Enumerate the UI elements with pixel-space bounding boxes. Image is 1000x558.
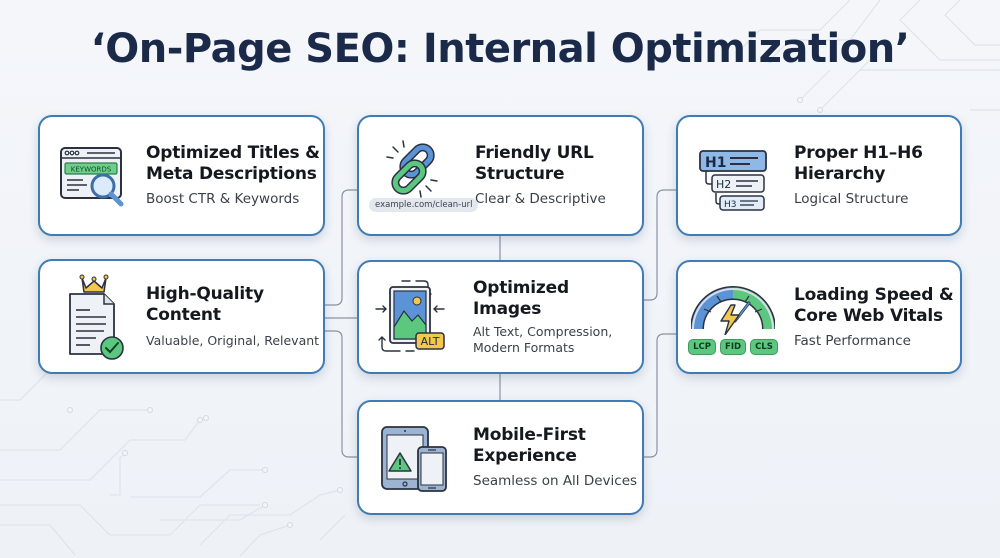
- svg-text:KEYWORDS: KEYWORDS: [71, 165, 112, 173]
- svg-text:ALT: ALT: [420, 335, 439, 348]
- card-high-quality-content: High-Quality Content Valuable, Original,…: [38, 259, 325, 374]
- card-optimized-images: ALT Optimized Images Alt Text, Compressi…: [357, 260, 644, 374]
- card-subtitle: Valuable, Original, Relevant: [146, 333, 320, 348]
- badge-lcp: LCP: [688, 339, 717, 355]
- card-heading: Optimized Titles & Meta Descriptions: [146, 143, 320, 184]
- image-compress-alt-icon: ALT: [359, 262, 469, 372]
- card-subtitle: Clear & Descriptive: [475, 191, 606, 207]
- card-heading: Loading Speed & Core Web Vitals: [794, 284, 954, 326]
- card-heading: High-Quality Content: [146, 284, 264, 325]
- card-optimized-titles-meta: KEYWORDS Optimized Titles & Meta Descrip…: [38, 115, 325, 236]
- browser-keywords-magnifier-icon: KEYWORDS: [40, 117, 140, 234]
- card-subtitle: Fast Performance: [794, 332, 911, 349]
- card-heading: Mobile-First Experience: [473, 425, 586, 466]
- document-crown-check-icon: [40, 261, 140, 372]
- core-web-vitals-badges: LCP FID CLS: [688, 339, 778, 355]
- card-subtitle: Boost CTR & Keywords: [146, 191, 300, 207]
- card-heading: Optimized Images: [473, 278, 569, 319]
- svg-text:H1: H1: [705, 155, 726, 171]
- speed-gauge-icon: LCP FID CLS: [678, 262, 788, 372]
- card-heading: Friendly URL Structure: [475, 143, 594, 184]
- tablet-phone-warning-icon: [359, 402, 469, 513]
- card-friendly-url: example.com/clean-url Friendly URL Struc…: [357, 115, 644, 236]
- card-subtitle: Logical Structure: [794, 191, 909, 207]
- chain-link-icon: example.com/clean-url: [359, 117, 479, 234]
- url-example-chip: example.com/clean-url: [369, 198, 479, 212]
- svg-text:H3: H3: [724, 200, 737, 210]
- page-title: ‘On-Page SEO: Internal Optimization’: [90, 26, 910, 72]
- badge-cls: CLS: [750, 339, 778, 355]
- card-heading: Proper H1–H6 Hierarchy: [794, 143, 923, 184]
- heading-hierarchy-icon: H1 H2 H3: [678, 117, 788, 234]
- card-mobile-first: Mobile-First Experience Seamless on All …: [357, 400, 644, 515]
- badge-fid: FID: [720, 339, 747, 355]
- card-subtitle: Alt Text, Compression, Modern Formats: [473, 324, 613, 355]
- svg-text:H2: H2: [716, 178, 731, 191]
- card-subtitle: Seamless on All Devices: [473, 473, 638, 489]
- card-loading-speed: LCP FID CLS Loading Speed & Core Web Vit…: [676, 260, 962, 374]
- card-heading-hierarchy: H1 H2 H3 Proper H1–H6 Hierarchy Logical …: [676, 115, 962, 236]
